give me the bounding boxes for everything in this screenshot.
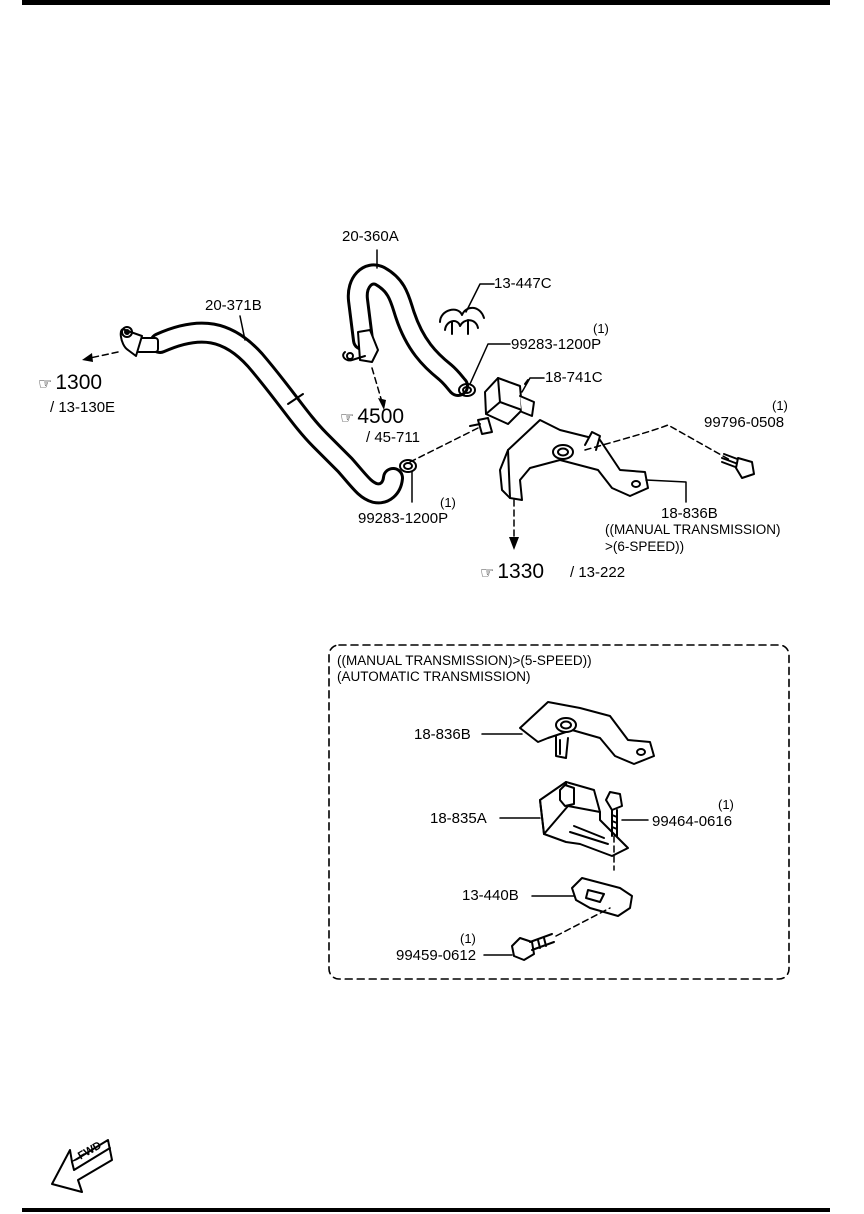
- fwd-arrow-icon: [51, 1139, 113, 1193]
- inset-qty-99464-0616: (1): [718, 797, 734, 812]
- leader-18-741c: [521, 377, 545, 393]
- inset-title-manual-5-speed: ((MANUAL TRANSMISSION)>(5-SPEED)): [337, 653, 592, 668]
- clip-13-447c[interactable]: [439, 306, 485, 335]
- leader-clamp-to-solenoid: [409, 427, 479, 463]
- ref-4500[interactable]: ☞4500: [340, 406, 404, 427]
- ref-1300[interactable]: ☞1300: [38, 372, 102, 393]
- label-20-371b: 20-371B: [205, 297, 262, 314]
- qty-99283-lower: (1): [440, 495, 456, 510]
- ref-1330-sub: / 13-222: [570, 564, 626, 581]
- inset-plate-13-440b[interactable]: [571, 877, 633, 917]
- arrow-to-1330: [509, 537, 519, 550]
- inset-bolt-99464-0616[interactable]: [605, 791, 623, 837]
- ref-1330[interactable]: ☞1330: [480, 561, 544, 582]
- label-99283-1200p-lower: 99283-1200P: [358, 510, 449, 527]
- label-18-741c: 18-741C: [545, 369, 603, 386]
- pointing-hand-icon: ☞: [38, 374, 53, 393]
- leader-13-447c: [465, 283, 495, 313]
- label-99283-1200p-upper: 99283-1200P: [511, 336, 602, 353]
- inset-label-13-440b: 13-440B: [462, 887, 519, 904]
- hose-end-connector-left: [119, 326, 159, 357]
- hose-end-connector-upper: [342, 329, 379, 363]
- pointing-hand-icon: ☞: [480, 563, 495, 582]
- label-18-836b: 18-836B: [661, 505, 718, 522]
- leader-20-371b: [239, 315, 246, 341]
- inset-bracket-18-836b[interactable]: [519, 701, 655, 765]
- inset-leader-bolt2-to-plate: [555, 907, 611, 937]
- ref-4500-number: 4500: [357, 405, 405, 428]
- inset-label-99464-0616: 99464-0616: [652, 813, 733, 830]
- pointing-hand-icon: ☞: [340, 408, 355, 427]
- ref-4500-sub: / 45-711: [366, 429, 420, 446]
- inset-title-automatic: (AUTOMATIC TRANSMISSION): [337, 669, 531, 684]
- ref-1300-sub: / 13-130E: [50, 399, 116, 416]
- ref-1300-number: 1300: [55, 371, 103, 394]
- bracket-18-836b[interactable]: [499, 419, 649, 501]
- clamp-99283-1200p-upper[interactable]: [458, 383, 476, 397]
- inset-label-18-836b: 18-836B: [414, 726, 471, 743]
- label-13-447c: 13-447C: [494, 275, 552, 292]
- inset-bracket-18-835a[interactable]: [539, 781, 629, 857]
- inset-qty-99459-0612: (1): [460, 931, 476, 946]
- ref-1330-number: 1330: [497, 560, 545, 583]
- label-99796-0508: 99796-0508: [704, 414, 785, 431]
- hose-20-360a[interactable]: [346, 263, 469, 397]
- leader-18-836b: [645, 479, 687, 503]
- hose-20-371b[interactable]: [149, 321, 404, 505]
- leader-bolt-to-bracket: [584, 424, 731, 461]
- solenoid-valve-18-741c[interactable]: [469, 377, 535, 435]
- inset-frame: [328, 644, 790, 980]
- inset-bolt-99459-0612[interactable]: [511, 933, 555, 961]
- leader-99283-upper: [469, 343, 511, 385]
- arrow-to-1300: [82, 353, 93, 362]
- qty-99283-upper: (1): [593, 321, 609, 336]
- leader-to-1300: [89, 351, 119, 359]
- arrow-to-4500: [378, 398, 386, 410]
- qty-99796-0508: (1): [772, 398, 788, 413]
- label-20-360a: 20-360A: [342, 228, 399, 245]
- inset-label-99459-0612: 99459-0612: [396, 947, 477, 964]
- inset-label-18-835a: 18-835A: [430, 810, 487, 827]
- bolt-99796-0508[interactable]: [721, 453, 755, 479]
- top-rule: [22, 0, 830, 5]
- clamp-99283-1200p-lower[interactable]: [399, 459, 417, 473]
- note-6-speed: >(6-SPEED)): [605, 539, 685, 554]
- leader-to-4500: [371, 367, 383, 403]
- note-manual-transmission: ((MANUAL TRANSMISSION): [605, 522, 781, 537]
- bottom-rule: [22, 1208, 830, 1212]
